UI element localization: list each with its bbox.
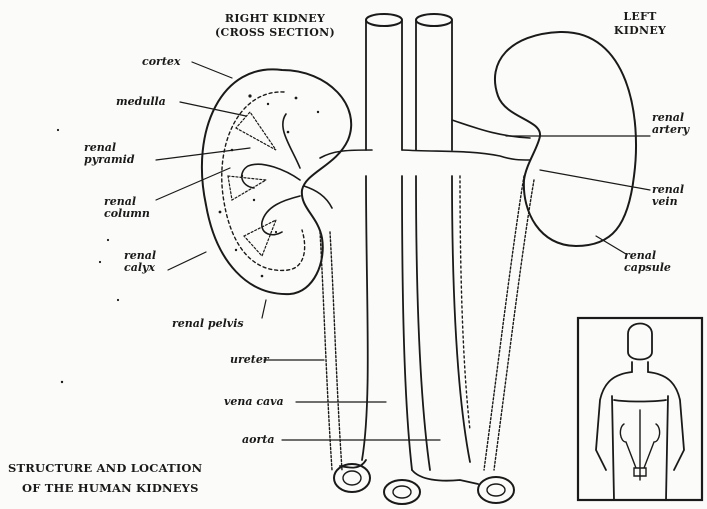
label-ureter: ureter [230, 354, 269, 366]
leader-cortex [192, 62, 232, 78]
label-renal-column: renal column [104, 196, 150, 220]
leader-renal-calyx [168, 252, 206, 270]
label-vena-cava: vena cava [224, 396, 284, 408]
label-renal-calyx: renal calyx [124, 250, 156, 274]
label-renal-capsule: renal capsule [624, 250, 671, 274]
midline-dotted [460, 176, 470, 430]
left-kidney-header-line1: LEFT [610, 10, 670, 24]
aorta-tube [416, 20, 470, 470]
leader-renal-capsule [596, 236, 626, 254]
label-renal-calyx-line2: calyx [124, 262, 156, 274]
label-cortex: cortex [142, 56, 180, 68]
iliac-vessel-left [478, 477, 514, 503]
body-inset-kidneys [620, 410, 659, 480]
diagram-caption-line2: OF THE HUMAN KIDNEYS [8, 478, 202, 498]
left-renal-vein [402, 150, 530, 160]
label-renal-capsule-line2: capsule [624, 262, 671, 274]
label-renal-pelvis: renal pelvis [172, 318, 244, 330]
left-kidney-header: LEFT KIDNEY [610, 10, 670, 38]
label-renal-artery-line2: artery [652, 124, 689, 136]
leader-renal-column [156, 168, 230, 200]
leader-renal-pelvis [262, 300, 266, 318]
label-renal-pyramid: renal pyramid [84, 142, 135, 166]
left-ureter [484, 176, 534, 470]
aorta-top [416, 14, 452, 26]
right-kidney-header-line2: (CROSS SECTION) [200, 26, 350, 40]
left-kidney-header-line2: KIDNEY [610, 24, 670, 38]
diagram-caption-line1: STRUCTURE AND LOCATION [8, 458, 202, 478]
label-renal-column-line2: column [104, 208, 150, 220]
leader-medulla [180, 102, 246, 116]
label-renal-pyramid-line2: pyramid [84, 154, 135, 166]
label-renal-artery: renal artery [652, 112, 689, 136]
diagram-caption: STRUCTURE AND LOCATION OF THE HUMAN KIDN… [8, 458, 202, 498]
iliac-vessel-mid [384, 480, 420, 504]
label-aorta: aorta [242, 434, 274, 446]
right-kidney-header: RIGHT KIDNEY (CROSS SECTION) [200, 12, 350, 40]
left-renal-artery [452, 120, 530, 138]
right-kidney-outline [202, 69, 351, 294]
right-kidney-header-line1: RIGHT KIDNEY [200, 12, 350, 26]
cortex-speckle [57, 94, 319, 383]
left-kidney-outline [495, 32, 636, 246]
vena-cava-top [366, 14, 402, 26]
label-renal-vein-line2: vein [652, 196, 684, 208]
label-renal-vein: renal vein [652, 184, 684, 208]
right-ureter-outer [320, 232, 332, 470]
right-ureter-inner [330, 232, 342, 470]
label-medulla: medulla [116, 96, 166, 108]
renal-vessel-right [320, 150, 372, 158]
